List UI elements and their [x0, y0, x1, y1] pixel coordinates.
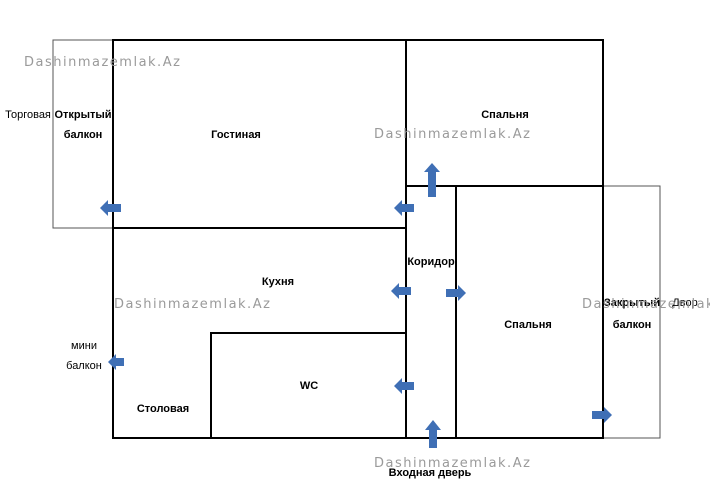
watermark: Dashinmazemlak.Az: [114, 297, 271, 312]
bedroom-top-label: Спальня: [481, 109, 529, 121]
dining-room-label: Столовая: [137, 403, 189, 415]
open-balcony-label: балкон: [64, 129, 103, 141]
yard-side-label: Двор: [672, 297, 697, 309]
bedroom-right-label: Спальня: [504, 319, 552, 331]
arrow-left-icon: [108, 354, 124, 370]
arrow-left-icon: [100, 200, 121, 216]
corridor-label: Коридор: [407, 256, 455, 268]
watermark: Dashinmazemlak.Az: [24, 55, 181, 70]
arrow-left-icon: [394, 378, 414, 394]
closed-balcony-label: балкон: [613, 319, 652, 331]
closed-balcony-label: Закрытый: [604, 297, 660, 309]
arrow-up-icon: [424, 163, 440, 197]
kitchen-walls: [112, 186, 407, 439]
mini-balcony-label: балкон: [66, 360, 102, 372]
living-room-label: Гостиная: [211, 129, 261, 141]
door-arrows: [100, 163, 612, 448]
arrow-left-icon: [391, 283, 411, 299]
arrow-left-icon: [394, 200, 414, 216]
watermark: Dashinmazemlak.Az: [374, 456, 531, 471]
closed-balcony-outline: [602, 185, 661, 439]
bedroom-right-walls: [455, 185, 604, 439]
wc-label: WC: [300, 380, 318, 392]
entrance-label: Входная дверь: [389, 467, 472, 479]
street-side-label: Торговая: [5, 109, 51, 121]
kitchen-label: Кухня: [262, 276, 294, 288]
arrow-right-icon: [592, 407, 612, 423]
open-balcony-label: Открытый: [54, 109, 111, 121]
watermark: Dashinmazemlak.Az: [582, 297, 710, 312]
arrow-up-icon: [425, 420, 441, 448]
watermark: Dashinmazemlak.Az: [374, 127, 531, 142]
arrow-right-icon: [446, 285, 466, 301]
mini-balcony-label: мини: [71, 340, 97, 352]
